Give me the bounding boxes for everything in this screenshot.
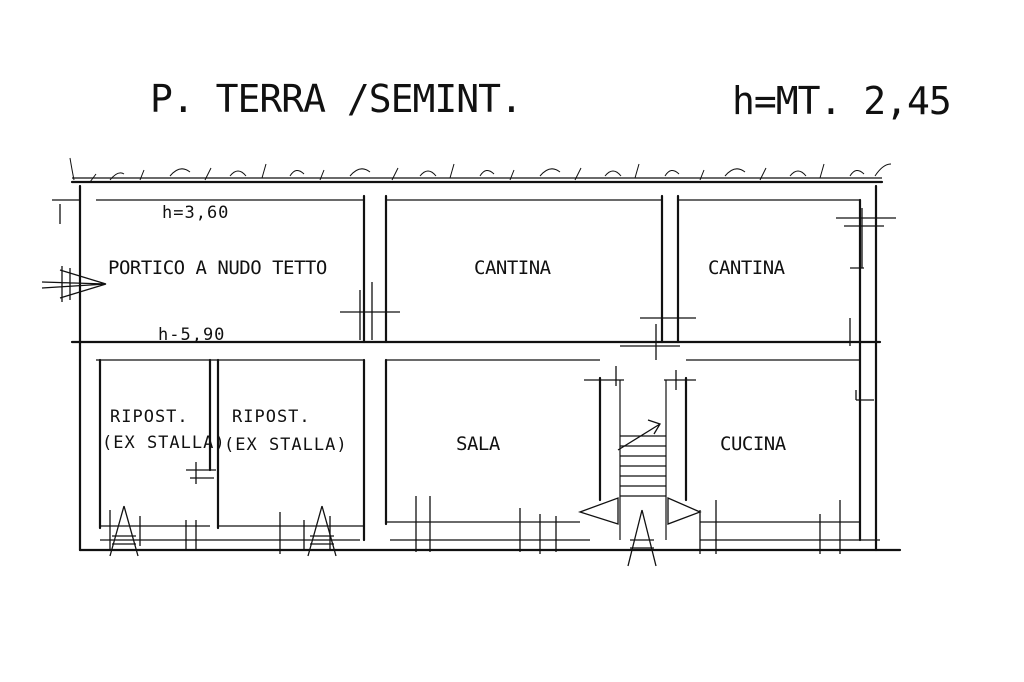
room-label-ripost-1-line2: (EX STALLA) xyxy=(102,433,226,453)
entrance-arrows xyxy=(41,266,702,567)
height-note: h=MT. 2,45 xyxy=(732,79,951,123)
room-label-ripost-1-line1: RIPOST. xyxy=(110,407,189,427)
room-label-sala: SALA xyxy=(456,433,501,455)
interior-walls xyxy=(70,194,882,542)
room-label-cantina-1: CANTINA xyxy=(474,257,552,279)
floor-title: P. TERRA /SEMINT. xyxy=(150,77,522,121)
dimension-ticks xyxy=(52,199,896,554)
room-label-ripost-2-line1: RIPOST. xyxy=(232,407,311,427)
room-label-ripost-2-line2: (EX STALLA) xyxy=(224,435,348,455)
staircase xyxy=(617,419,666,497)
terrain-hatching xyxy=(69,157,892,184)
portico-height-top: h=3,60 xyxy=(162,203,229,223)
room-label-portico: PORTICO A NUDO TETTO xyxy=(108,257,327,279)
portico-height-bottom: h-5,90 xyxy=(158,325,225,345)
room-label-cantina-2: CANTINA xyxy=(708,257,786,279)
room-label-cucina: CUCINA xyxy=(720,433,787,455)
outer-walls xyxy=(78,184,902,552)
